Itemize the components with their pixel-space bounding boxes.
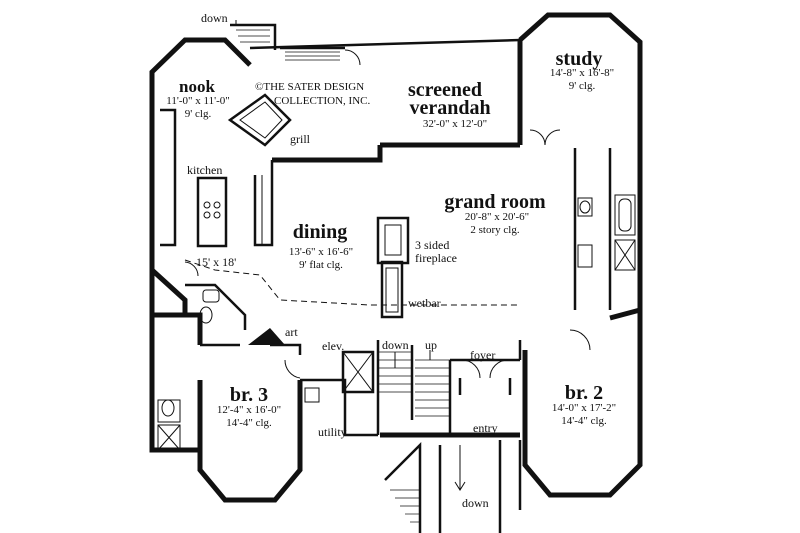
label-kitchen-dims: 15' x 18' [196, 255, 237, 269]
copyright-line-2: COLLECTION, INC. [274, 95, 371, 107]
label-dining-dims: 13'-6" x 16'-6" [288, 246, 354, 258]
interior-walls [150, 23, 636, 533]
label-verandah: verandah [409, 97, 491, 119]
label-study-clg: 9' clg. [568, 80, 596, 92]
label-utility: utility [318, 425, 347, 439]
label-grand-room-clg: 2 story clg. [470, 224, 520, 236]
exterior-walls [149, 12, 643, 503]
label-nook-dims: 11'-0" x 11'-0" [166, 95, 230, 107]
label-dining-clg: 9' flat clg. [299, 259, 343, 271]
label-foyer: foyer [470, 348, 496, 362]
label-entry: entry [473, 421, 498, 435]
stair-arrows [235, 20, 466, 491]
label-br3: br. 3 [229, 384, 269, 406]
copyright-line-1: ©THE SATER DESIGN [255, 81, 365, 93]
label-down-mid: down [382, 338, 409, 352]
label-dining: dining [292, 221, 348, 243]
label-fireplace-2: fireplace [415, 251, 457, 265]
label-up: up [425, 338, 437, 352]
label-elev: elev. [322, 339, 345, 353]
label-nook-clg: 9' clg. [184, 108, 212, 120]
label-br3-clg: 14'-4" clg. [226, 417, 272, 429]
label-grand-room-dims: 20'-8" x 20'-6" [464, 211, 530, 223]
interior-stairs [376, 340, 452, 435]
label-down-top: down [201, 11, 228, 25]
label-screened: screened [407, 79, 483, 101]
label-verandah-dims: 32'-0" x 12'-0" [422, 118, 488, 130]
label-br3-dims: 12'-4" x 16'-0" [216, 404, 282, 416]
label-fireplace-1: 3 sided [415, 238, 450, 252]
fireplace [376, 216, 410, 319]
label-study: study [555, 48, 603, 70]
label-nook: nook [179, 77, 215, 96]
label-kitchen: kitchen [187, 163, 223, 177]
label-br2-clg: 14'-4" clg. [561, 415, 607, 427]
label-grand-room: grand room [444, 191, 546, 213]
label-down-bottom: down [462, 496, 489, 510]
label-br2-dims: 14'-0" x 17'-2" [551, 402, 617, 414]
label-wetbar: wetbar [408, 296, 441, 310]
label-br2: br. 2 [564, 382, 604, 404]
label-study-dims: 14'-8" x 16'-8" [549, 67, 615, 79]
label-grill: grill [290, 132, 310, 146]
label-art: art [285, 325, 298, 339]
